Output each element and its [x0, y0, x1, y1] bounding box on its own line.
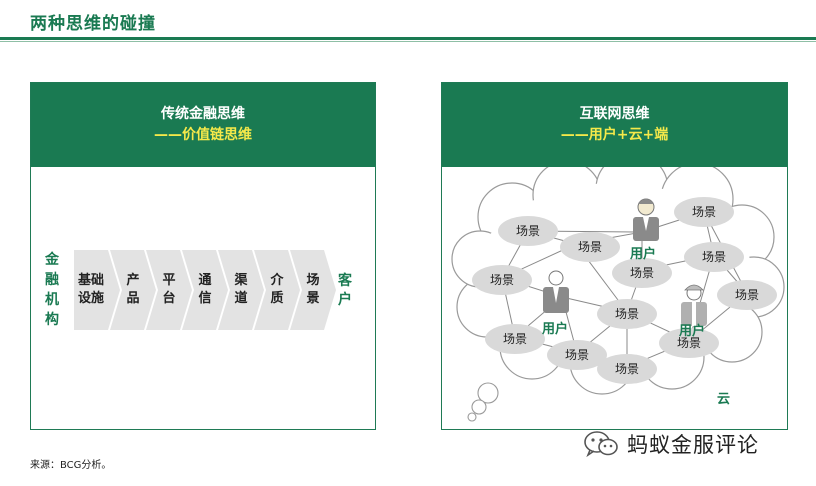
brand-name: 蚂蚁金服评论	[627, 433, 759, 457]
scene-label: 场景	[614, 362, 639, 376]
internet-thinking-subtitle: ——用户+云+端	[560, 127, 669, 143]
internet-thinking-panel: 互联网思维 ——用户+云+端	[441, 82, 788, 430]
chevron-label-medium: 介 质	[262, 272, 292, 308]
wechat-icon	[584, 431, 618, 458]
chevron-label-communication: 通 信	[190, 272, 220, 308]
scene-label: 场景	[564, 348, 589, 362]
chevron-line: 台	[162, 291, 176, 306]
label-char: 构	[45, 312, 59, 328]
label-char: 金	[45, 252, 59, 268]
scene-nodes	[472, 197, 777, 384]
internet-thinking-title: 互联网思维	[579, 106, 650, 122]
chevron-line: 质	[270, 291, 284, 306]
scene-label: 场景	[502, 332, 527, 346]
user-icon-left	[543, 270, 569, 313]
chevron-communication	[182, 250, 228, 330]
user-icon-right	[681, 284, 707, 326]
value-chain: 基础 设施 产 品 平 台 通 信 渠 道	[74, 250, 336, 330]
scene-label: 场景	[691, 205, 716, 219]
financial-institution-label: 金 融 机 构	[44, 250, 60, 330]
chevron-label-infrastructure: 基础 设施	[74, 272, 108, 308]
chevron-line: 介	[270, 273, 284, 288]
scene-label: 场景	[734, 288, 759, 302]
chevron-line: 设施	[77, 291, 104, 306]
chevron-label-platform: 平 台	[154, 272, 184, 308]
user-label: 用户	[630, 247, 657, 262]
chevron-line: 品	[126, 291, 140, 306]
user-label: 用户	[542, 322, 569, 337]
brand-watermark: 蚂蚁金服评论	[583, 429, 759, 459]
internet-thinking-header: 互联网思维 ——用户+云+端	[442, 83, 787, 167]
chevron-infrastructure	[74, 250, 120, 330]
chevron-line: 渠	[234, 273, 248, 288]
label-char: 融	[45, 272, 59, 288]
label-char: 机	[45, 292, 59, 308]
scene-label: 场景	[515, 224, 540, 238]
chevron-line: 基础	[77, 273, 104, 288]
title-divider-thin	[0, 41, 816, 42]
scene-label: 场景	[629, 266, 654, 280]
chevron-label-product: 产 品	[118, 272, 148, 308]
chevron-line: 信	[198, 291, 212, 306]
thought-bubbles	[467, 382, 499, 422]
chevron-line: 道	[234, 291, 248, 306]
chevron-label-channel: 渠 道	[226, 272, 256, 308]
scene-label: 场景	[676, 336, 701, 350]
traditional-finance-header: 传统金融思维 ——价值链思维	[31, 83, 375, 167]
cloud-network-diagram	[451, 167, 785, 422]
label-char: 户	[338, 292, 352, 308]
chevron-label-scene: 场 景	[298, 272, 328, 308]
source-note: 来源：BCG分析。	[30, 460, 112, 471]
chevron-product	[110, 250, 156, 330]
scene-label: 场景	[701, 250, 726, 264]
chevron-line: 场	[306, 273, 320, 288]
chevron-line: 产	[126, 273, 140, 288]
scene-label: 场景	[577, 240, 602, 254]
cloud-label: 云	[717, 392, 731, 407]
chevron-scene	[290, 250, 336, 330]
scene-label: 场景	[489, 273, 514, 287]
traditional-finance-panel: 传统金融思维 ——价值链思维 金 融 机 构 基础 设施 产 品 平 台	[30, 82, 376, 430]
user-icon-top	[633, 198, 659, 241]
chevron-medium	[254, 250, 300, 330]
title-divider	[0, 37, 816, 40]
chevron-channel	[218, 250, 264, 330]
customer-label: 客 户	[337, 272, 353, 310]
traditional-finance-title: 传统金融思维	[161, 106, 245, 122]
user-label: 用户	[679, 324, 706, 339]
chevron-line: 平	[162, 273, 176, 288]
page-title: 两种思维的碰撞	[30, 14, 156, 34]
chevron-line: 景	[306, 291, 320, 306]
scene-label: 场景	[614, 307, 639, 321]
chevron-line: 通	[198, 273, 212, 288]
label-char: 客	[338, 273, 352, 289]
traditional-finance-subtitle: ——价值链思维	[154, 127, 252, 143]
chevron-platform	[146, 250, 192, 330]
